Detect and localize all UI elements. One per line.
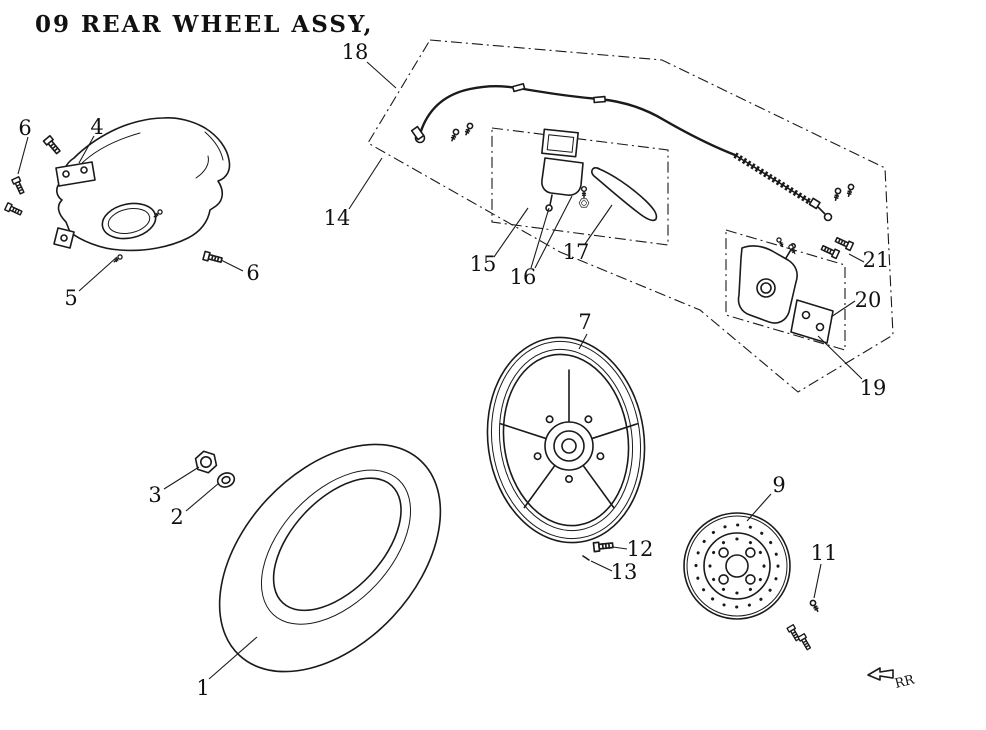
callout-13: 13	[611, 560, 638, 584]
tire-bead-opening	[272, 477, 402, 612]
brake-hose-line	[418, 84, 737, 157]
clamp-nut	[578, 198, 590, 208]
callout-18: 18	[342, 40, 369, 64]
rear-fender-drawing	[53, 117, 231, 265]
rear-wheel-drawing	[486, 336, 646, 544]
disc-outer-edge	[683, 512, 791, 620]
callout-14: 14	[324, 206, 351, 230]
brake-lever-drawing	[591, 167, 658, 222]
brake-hose-drawing	[410, 82, 855, 222]
callout-6-left: 6	[18, 116, 31, 140]
callout-16: 16	[510, 265, 537, 289]
wheel-hub-and-spokes	[499, 369, 639, 509]
callout-20: 20	[855, 288, 882, 312]
disc-hat	[703, 532, 771, 600]
outer-boundary	[367, 39, 894, 393]
caliper-bracket	[790, 299, 834, 344]
fender-tab	[53, 227, 75, 249]
brake-disc-drawing	[683, 512, 791, 620]
callout-7: 7	[578, 310, 591, 334]
hose-clamp	[511, 82, 526, 93]
callout-17: 17	[563, 240, 590, 264]
callout-5: 5	[64, 286, 77, 310]
callout-3: 3	[148, 483, 161, 507]
caliper-body	[737, 245, 798, 324]
callout-21: 21	[863, 248, 890, 272]
hub-outer	[544, 421, 594, 471]
callout-labels: 1 2 3 4 5 6 6 7 9 11 12 13 14 15 16 17 1…	[18, 40, 889, 700]
page-title: 09 REAR WHEEL ASSY,	[35, 11, 373, 38]
master-cylinder-body	[541, 157, 584, 196]
rim-outer-edge	[486, 336, 646, 544]
tire-outer	[218, 443, 442, 673]
caliper-drawing	[737, 235, 855, 344]
disc-center-hole	[725, 554, 749, 578]
disc-drill-holes-inner	[708, 537, 766, 595]
assembly-boundary-lines	[367, 39, 894, 393]
hose-clamp	[593, 95, 607, 104]
callout-1: 1	[196, 676, 209, 700]
callout-4: 4	[90, 115, 103, 139]
caliper-boundary	[725, 229, 846, 351]
hose-end-banjo	[823, 212, 833, 222]
axle-hardware	[191, 448, 821, 652]
pin	[582, 555, 590, 561]
disc-drill-holes-outer	[694, 523, 780, 609]
brake-lever	[591, 167, 658, 222]
direction-arrow-icon	[867, 667, 894, 681]
callout-19: 19	[860, 376, 887, 400]
direction-indicator: RR	[867, 667, 917, 692]
callout-15: 15	[470, 252, 497, 276]
callout-9: 9	[772, 473, 785, 497]
master-cylinder-drawing	[541, 128, 602, 212]
tire-drawing	[218, 443, 442, 673]
callout-2: 2	[170, 505, 183, 529]
direction-label: RR	[893, 672, 917, 692]
tire-sidewall	[260, 469, 412, 625]
axle-hole	[561, 438, 577, 454]
leader-lines	[17, 61, 865, 680]
callout-6-right: 6	[246, 261, 259, 285]
callout-12: 12	[627, 537, 654, 561]
callout-11: 11	[811, 541, 838, 565]
